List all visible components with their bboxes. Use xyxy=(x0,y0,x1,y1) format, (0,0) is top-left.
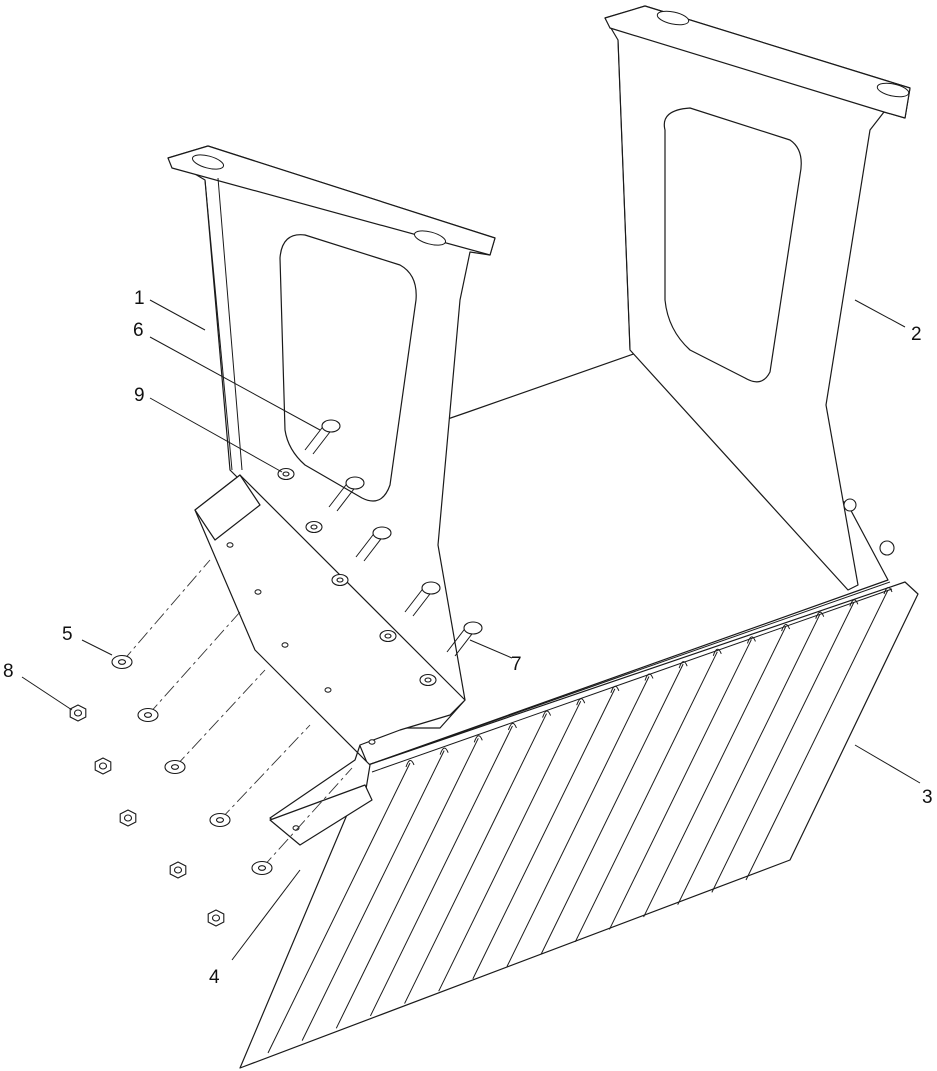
apron-rib xyxy=(540,663,684,955)
rib-tab xyxy=(746,636,756,644)
bolt-shank-edge xyxy=(404,585,426,613)
nut-set xyxy=(69,704,225,927)
bolt xyxy=(446,621,483,657)
bolt xyxy=(404,581,441,617)
plate-hole xyxy=(254,589,262,595)
callout-group: 1 2 3 4 5 6 7 8 9 xyxy=(3,288,933,988)
washer-bore xyxy=(170,764,180,770)
rib-tab xyxy=(712,648,722,656)
bolt-head xyxy=(345,476,365,490)
bolt-head xyxy=(463,621,483,635)
part-1-left-bracket xyxy=(167,145,496,729)
bolt-shank-edge xyxy=(446,625,468,653)
bolt-shank-edge xyxy=(355,530,377,558)
rib-tab xyxy=(849,599,859,607)
callout-3: 3 xyxy=(922,787,933,808)
bolt-head xyxy=(321,419,341,433)
washer-bore xyxy=(384,633,392,639)
washer-bore xyxy=(424,677,432,683)
rib-tab xyxy=(781,624,791,632)
nut-bore xyxy=(173,866,183,874)
bolt-shank-edge xyxy=(328,480,350,508)
bolt-head xyxy=(372,526,392,540)
rib-tab xyxy=(610,685,620,694)
axis-line xyxy=(219,724,311,821)
apron-rib xyxy=(677,614,821,905)
rib-tab xyxy=(542,710,552,718)
axis-line xyxy=(147,611,241,716)
nut-bore xyxy=(123,814,133,822)
bolt xyxy=(355,526,392,562)
plate-hole xyxy=(324,687,332,693)
apron-rib xyxy=(506,676,650,967)
washer-bore xyxy=(257,865,267,871)
callout-2: 2 xyxy=(911,324,922,345)
callout-7: 7 xyxy=(511,654,522,675)
washer-set-inner xyxy=(277,467,437,687)
apron-rib xyxy=(643,626,787,918)
washer-bore xyxy=(336,577,344,583)
apron-rib xyxy=(608,639,752,930)
washer-bore xyxy=(215,817,225,823)
bolt-set xyxy=(304,419,483,657)
washer-bore xyxy=(143,712,153,718)
washer-bore xyxy=(310,524,318,530)
nut-bore xyxy=(211,914,221,922)
callout-5: 5 xyxy=(62,624,73,645)
rib-tab xyxy=(815,611,825,619)
apron-rib xyxy=(472,688,616,980)
plate-hole xyxy=(281,642,289,648)
bolt-head xyxy=(421,581,441,595)
axis-line xyxy=(174,669,266,768)
washer-bore xyxy=(117,659,127,665)
hardware-axis-lines xyxy=(121,559,353,869)
apron-rib xyxy=(301,750,445,1041)
callout-4: 4 xyxy=(209,967,220,988)
axis-line xyxy=(261,767,353,869)
rib-tab xyxy=(405,760,415,768)
apron-rib xyxy=(574,651,718,943)
rib-tab xyxy=(473,735,483,743)
nut-bore xyxy=(98,762,108,770)
plate-hole-row xyxy=(226,542,376,831)
axis-line xyxy=(121,559,211,663)
apron-rib xyxy=(711,602,855,893)
rib-tab xyxy=(576,698,586,706)
apron-ribs xyxy=(267,587,893,1054)
plate-hole xyxy=(226,542,234,548)
rib-tab xyxy=(644,673,654,681)
bolt xyxy=(304,419,341,455)
washer-set-outer xyxy=(111,654,273,876)
washer-bore xyxy=(282,471,290,477)
callout-8: 8 xyxy=(3,661,14,682)
callout-6: 6 xyxy=(133,320,144,341)
callout-9: 9 xyxy=(134,385,145,406)
apron-rib xyxy=(335,738,479,1029)
part-4-wear-plate xyxy=(194,474,466,846)
plate-hole xyxy=(368,739,376,745)
nut-bore xyxy=(73,709,83,717)
apron-rib xyxy=(745,589,889,881)
apron-rib xyxy=(404,713,548,1004)
apron-rib xyxy=(369,725,513,1017)
rib-tab xyxy=(678,661,688,669)
rib-tab xyxy=(439,747,449,755)
part-2-right-bracket xyxy=(604,5,911,591)
bolt-shank-edge xyxy=(304,423,326,451)
apron-rib xyxy=(438,700,582,992)
callout-1: 1 xyxy=(134,288,145,309)
apron-rib xyxy=(267,762,411,1054)
rib-tab xyxy=(883,587,893,595)
bolt xyxy=(328,476,365,512)
rib-tab xyxy=(507,722,517,731)
